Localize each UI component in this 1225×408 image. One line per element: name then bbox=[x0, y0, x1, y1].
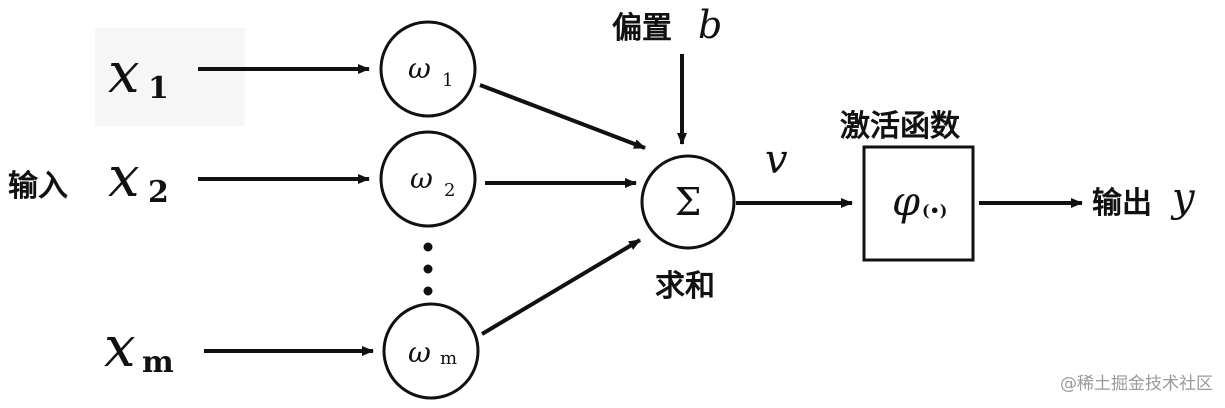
sum-label: 求和 bbox=[655, 269, 715, 304]
svg-text:x: x bbox=[108, 41, 140, 106]
svg-text:b: b bbox=[698, 3, 722, 47]
input-x1: x 1 bbox=[108, 41, 169, 106]
input-xm: x m bbox=[104, 315, 174, 380]
background-patch bbox=[95, 28, 245, 126]
svg-text:1: 1 bbox=[442, 70, 453, 91]
sum-node: Σ bbox=[640, 154, 736, 250]
svg-text:x: x bbox=[104, 315, 136, 380]
svg-text:ω: ω bbox=[410, 162, 433, 195]
svg-text:m: m bbox=[142, 345, 174, 380]
output-symbol: y bbox=[1170, 175, 1196, 221]
ellipsis-dots bbox=[423, 242, 433, 296]
svg-text:1: 1 bbox=[148, 71, 169, 106]
svg-text:ω: ω bbox=[408, 52, 431, 85]
input-x2: x 2 bbox=[108, 145, 169, 210]
svg-text:x: x bbox=[108, 145, 140, 210]
activation-box: φ (•) bbox=[862, 145, 975, 262]
svg-text:2: 2 bbox=[148, 175, 169, 210]
svg-text:Σ: Σ bbox=[675, 180, 702, 224]
weight-node-w2: ω 2 bbox=[379, 130, 477, 228]
watermark-text: @稀土掘金技术社区 bbox=[1060, 374, 1213, 394]
weight-node-wm: ω m bbox=[382, 302, 480, 400]
svg-text:φ: φ bbox=[892, 179, 920, 225]
weight-node-w1: ω 1 bbox=[379, 20, 477, 118]
svg-text:2: 2 bbox=[444, 180, 455, 201]
arrow-w1-to-sum bbox=[479, 83, 646, 150]
net-input-label: v bbox=[765, 137, 788, 183]
bias-label: 偏置 b bbox=[612, 3, 722, 47]
activation-title: 激活函数 bbox=[840, 109, 961, 144]
svg-text:ω: ω bbox=[408, 336, 431, 369]
svg-text:(•): (•) bbox=[922, 201, 947, 220]
arrow-wm-to-sum bbox=[480, 238, 642, 336]
svg-text:m: m bbox=[440, 348, 457, 369]
output-label: 输出 bbox=[1092, 186, 1152, 221]
input-label: 输入 bbox=[8, 169, 68, 204]
svg-text:偏置: 偏置 bbox=[612, 11, 672, 46]
